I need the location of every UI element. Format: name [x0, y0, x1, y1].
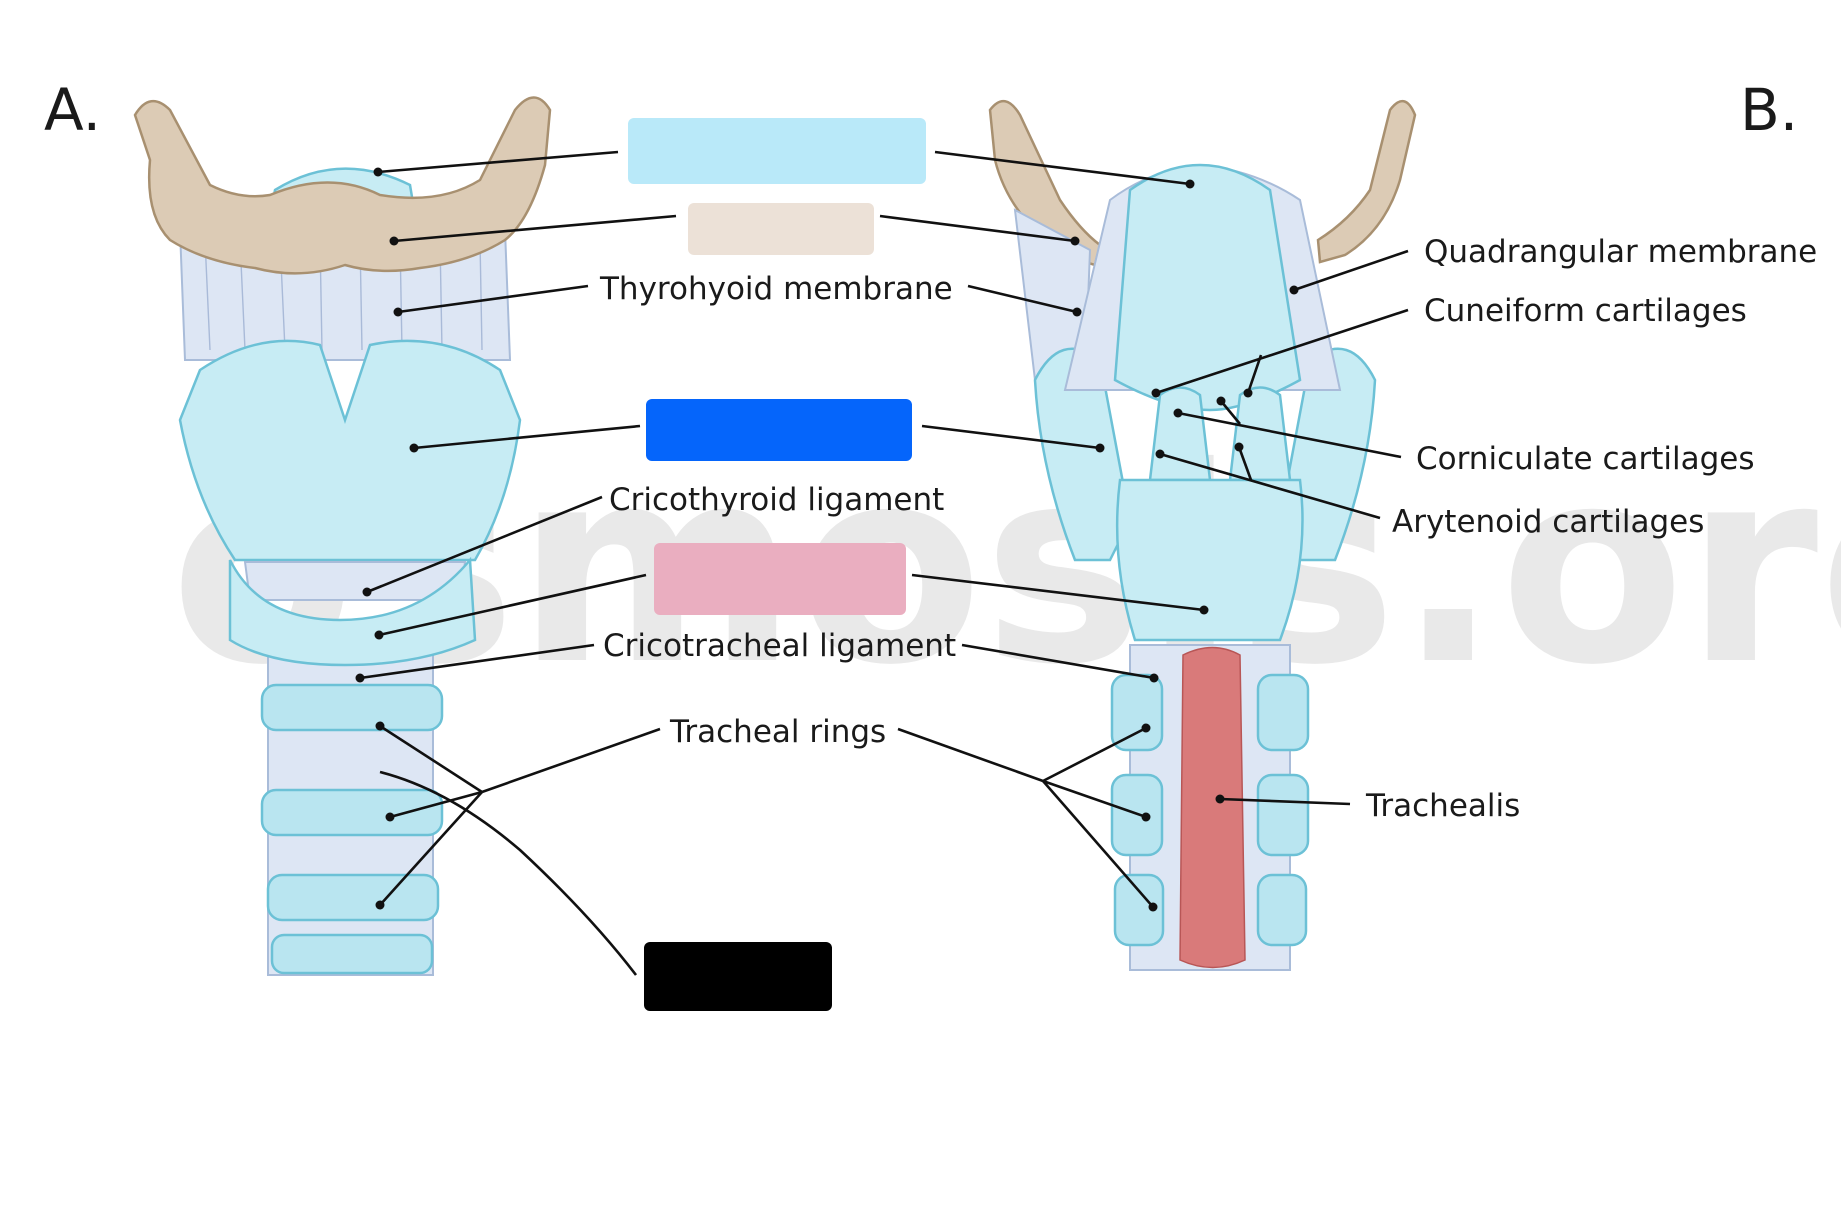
- hidden-label-box-5[interactable]: [644, 942, 832, 1011]
- hidden-label-box-4[interactable]: [654, 543, 906, 615]
- posterior-thyroid-lamina-right: [1278, 347, 1377, 562]
- leader-lines: [355, 150, 1409, 976]
- label-tracheal-rings: Tracheal rings: [669, 714, 886, 750]
- label-quadrangular-membrane: Quadrangular membrane: [1424, 234, 1817, 270]
- posterior-hyoid-bone-right: [1316, 100, 1417, 264]
- anterior-tracheal-ring-1: [260, 683, 444, 732]
- posterior-tracheal-ring-1: [1110, 673, 1164, 752]
- posterior-tracheal-ring-4: [1256, 773, 1310, 857]
- anterior-tracheal-ring-2: [260, 788, 444, 837]
- anterior-hyoid-bone: [133, 96, 552, 275]
- posterior-tracheal-ring-5: [1113, 873, 1165, 947]
- posterior-thyroid-lamina-left: [1033, 347, 1132, 562]
- label-cricothyroid-ligament: Cricothyroid ligament: [609, 482, 944, 518]
- label-cricotracheal-ligament: Cricotracheal ligament: [603, 628, 956, 664]
- anterior-tracheal-ring-3: [266, 873, 440, 922]
- panel-label-a: A.: [44, 76, 101, 144]
- posterior-trachealis-muscle: [1179, 646, 1246, 969]
- posterior-cricoid-lamina: [1115, 478, 1304, 642]
- label-thyrohyoid-membrane: Thyrohyoid membrane: [599, 271, 953, 307]
- anterior-tracheal-ring-4: [270, 933, 434, 975]
- label-arytenoid-cartilages: Arytenoid cartilages: [1392, 504, 1704, 540]
- hidden-label-boxes: [628, 118, 926, 1011]
- label-corniculate-cartilages: Corniculate cartilages: [1416, 441, 1755, 477]
- posterior-epiglottis: [1113, 163, 1302, 412]
- posterior-larynx-illustration: [988, 100, 1417, 971]
- anterior-thyroid-cartilage: [178, 339, 522, 562]
- hidden-label-box-3[interactable]: [646, 399, 912, 461]
- label-trachealis: Trachealis: [1365, 788, 1520, 824]
- panel-label-b: B.: [1740, 76, 1798, 144]
- anterior-larynx-illustration: [133, 96, 552, 976]
- posterior-tracheal-ring-6: [1256, 873, 1308, 947]
- hidden-label-box-2[interactable]: [688, 203, 874, 255]
- label-cuneiform-cartilages: Cuneiform cartilages: [1424, 293, 1747, 329]
- anterior-cricoid-cartilage: [228, 556, 477, 667]
- posterior-arytenoid-left: [1148, 386, 1212, 482]
- hidden-label-box-1[interactable]: [628, 118, 926, 184]
- posterior-tracheal-ring-2: [1256, 673, 1310, 752]
